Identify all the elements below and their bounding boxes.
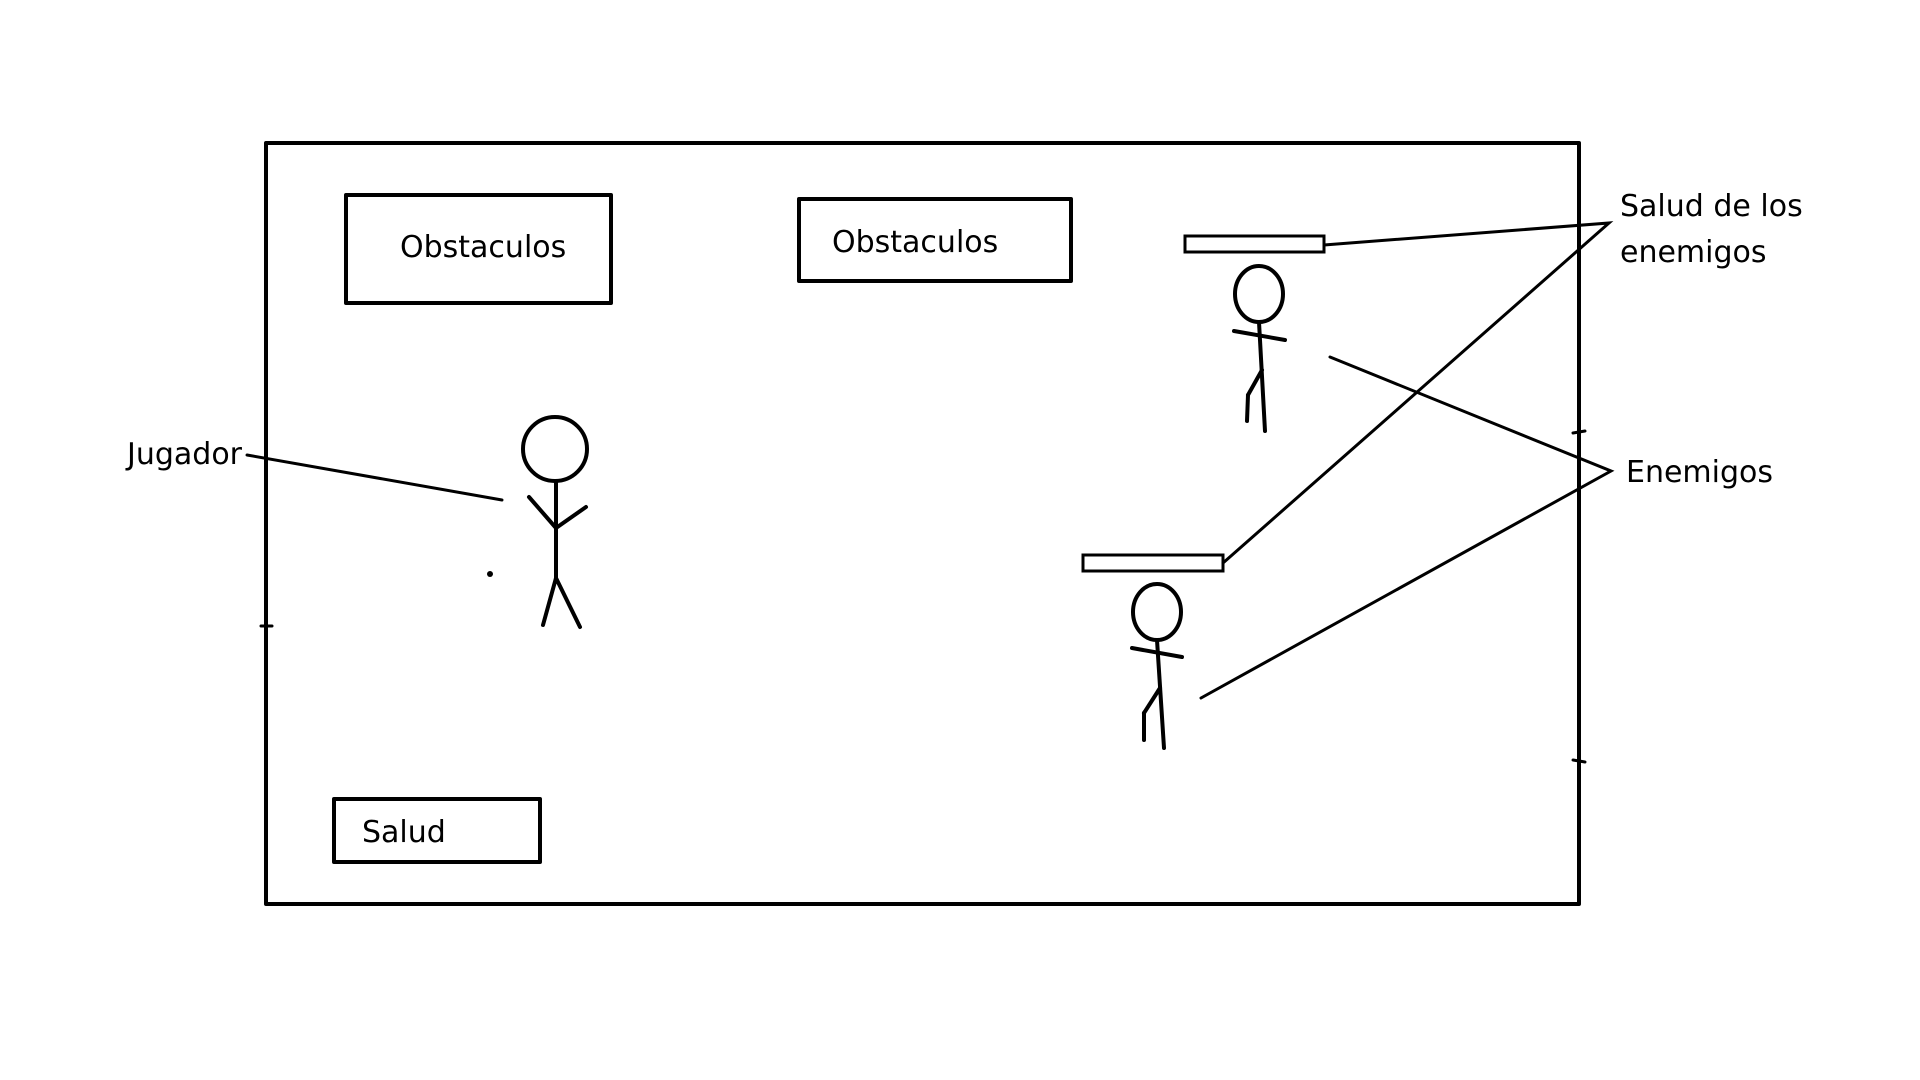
- enemy-figure-2: [1081, 553, 1225, 750]
- player-arm-left: [527, 495, 558, 530]
- frame-tick-right-bottom: [1571, 758, 1587, 764]
- enemy-2-health-bar: [1081, 553, 1225, 573]
- enemy-1-arms: [1232, 329, 1287, 342]
- enemy-2-head: [1131, 582, 1183, 642]
- enemy-2-arms: [1130, 646, 1184, 659]
- obstacle-center: Obstaculos: [797, 197, 1073, 283]
- enemies-pointer-lines: [1199, 355, 1615, 700]
- enemy-1-health-bar: [1183, 234, 1326, 254]
- enemy-1-leg: [1246, 368, 1264, 397]
- enemy-2-leg: [1142, 686, 1162, 715]
- obstacle-center-label: Obstaculos: [832, 225, 998, 260]
- game-area-frame: [264, 141, 1581, 906]
- player-health-label: Salud: [362, 815, 446, 850]
- player-arm-right: [554, 505, 588, 530]
- player-leg-right: [554, 576, 582, 629]
- enemy-figure-1: [1183, 234, 1326, 433]
- enemy-2-body: [1155, 638, 1166, 750]
- enemy-health-pointer-lines: [1221, 221, 1614, 565]
- player-health: Salud: [332, 797, 542, 864]
- player-leg-left: [541, 576, 558, 627]
- player-head: [521, 415, 589, 483]
- player-health-box: [332, 797, 542, 864]
- enemy-1-body: [1257, 320, 1267, 433]
- obstacle-left: Obstaculos: [344, 193, 613, 305]
- enemy-1-head: [1233, 264, 1285, 324]
- obstacle-center-box: [797, 197, 1073, 283]
- player-label: Jugador: [125, 437, 243, 472]
- enemy-health-label-line1: Salud de los: [1620, 189, 1803, 224]
- player-pointer-line: [245, 453, 504, 502]
- player-dot: [487, 571, 493, 577]
- frame-tick-right-top: [1571, 429, 1587, 435]
- obstacle-left-label: Obstaculos: [400, 230, 566, 265]
- enemies-label: Enemigos: [1626, 455, 1773, 490]
- player-figure: [487, 415, 589, 629]
- obstacle-left-box: [344, 193, 613, 305]
- enemy-health-label-line2: enemigos: [1620, 235, 1767, 270]
- enemy-1-leg-lower: [1245, 393, 1250, 423]
